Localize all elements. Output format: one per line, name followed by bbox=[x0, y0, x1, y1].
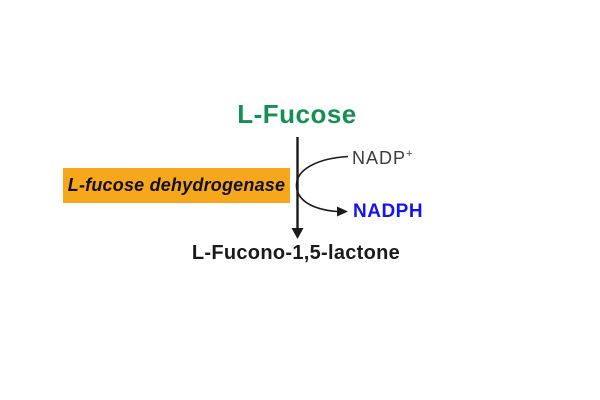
down-arrow bbox=[291, 137, 304, 239]
cofactor-in-name: NADP bbox=[352, 148, 407, 168]
cofactor-in-charge: + bbox=[406, 148, 414, 160]
enzyme-box: L-fucose dehydrogenase bbox=[63, 168, 290, 203]
cofactor-out-label: NADPH bbox=[353, 201, 424, 222]
product-label: L-Fucono-1,5-lactone bbox=[191, 242, 401, 264]
cofactor-in-label: NADP+ bbox=[352, 148, 413, 169]
curved-arrow bbox=[295, 155, 349, 217]
enzyme-label: L-fucose dehydrogenase bbox=[67, 175, 286, 195]
substrate-label: L-Fucose bbox=[237, 99, 357, 129]
